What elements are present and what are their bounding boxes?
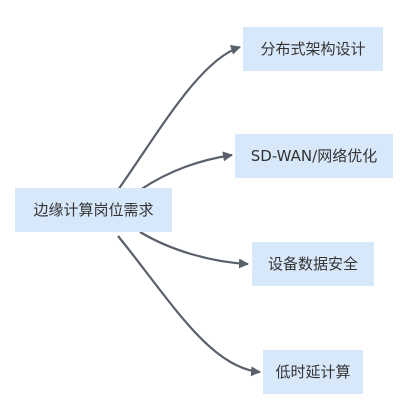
child-node-label: 低时延计算 (275, 363, 350, 381)
child-node-distributed-architecture: 分布式架构设计 (243, 27, 383, 71)
child-node-label: SD-WAN/网络优化 (251, 147, 377, 165)
child-node-sdwan: SD-WAN/网络优化 (235, 134, 393, 178)
edge-to-device-data-security (139, 231, 249, 269)
root-node-label: 边缘计算岗位需求 (33, 201, 153, 219)
child-node-label: 设备数据安全 (268, 255, 358, 273)
edge-to-sdwan (139, 151, 233, 191)
child-node-low-latency-computing: 低时延计算 (263, 350, 363, 394)
child-node-label: 分布式架构设计 (260, 40, 365, 58)
root-node: 边缘计算岗位需求 (15, 188, 172, 232)
child-node-device-data-security: 设备数据安全 (252, 242, 374, 286)
edge-to-distributed-architecture (117, 45, 241, 191)
edge-to-low-latency-computing (117, 235, 261, 377)
